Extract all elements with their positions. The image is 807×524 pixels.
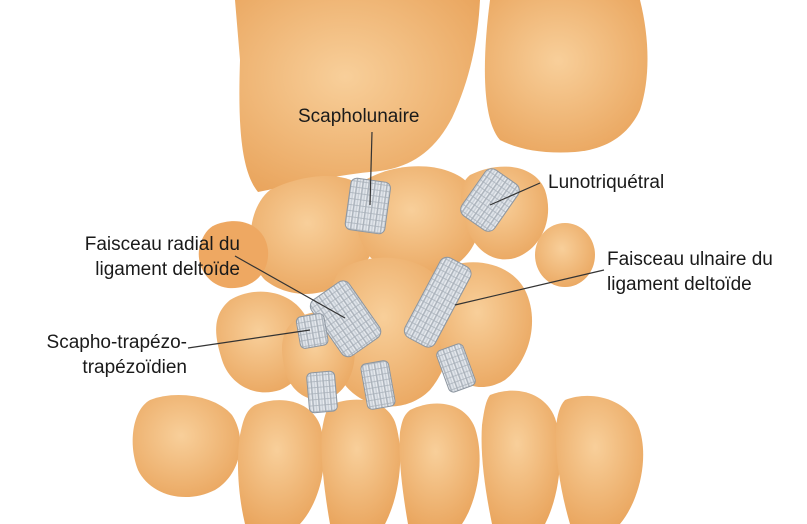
- label-line-2: ligament deltoïde: [40, 257, 240, 282]
- ligament-scapholunaire: [344, 177, 391, 234]
- label-text: Scapholunaire: [298, 104, 419, 129]
- label-scapho-trapezo: Scapho-trapézo- trapézoïdien: [4, 330, 187, 380]
- label-faisceau-radial: Faisceau radial du ligament deltoïde: [40, 232, 240, 282]
- label-line-2: ligament deltoïde: [607, 272, 773, 297]
- pisiform-bone: [535, 223, 595, 287]
- label-line-1: Faisceau ulnaire du: [607, 247, 773, 272]
- label-text: Lunotriquétral: [548, 170, 664, 195]
- label-line-2: trapézoïdien: [4, 355, 187, 380]
- label-line-1: Faisceau radial du: [40, 232, 240, 257]
- ligament-lower-left: [306, 371, 337, 413]
- label-faisceau-ulnaire: Faisceau ulnaire du ligament deltoïde: [607, 247, 773, 297]
- label-scapholunaire: Scapholunaire: [298, 104, 419, 129]
- metacarpal-bones: [133, 391, 644, 524]
- ulna-bone: [485, 0, 648, 153]
- radius-bone: [235, 0, 480, 192]
- label-line-1: Scapho-trapézo-: [4, 330, 187, 355]
- label-lunotriquetral: Lunotriquétral: [548, 170, 664, 195]
